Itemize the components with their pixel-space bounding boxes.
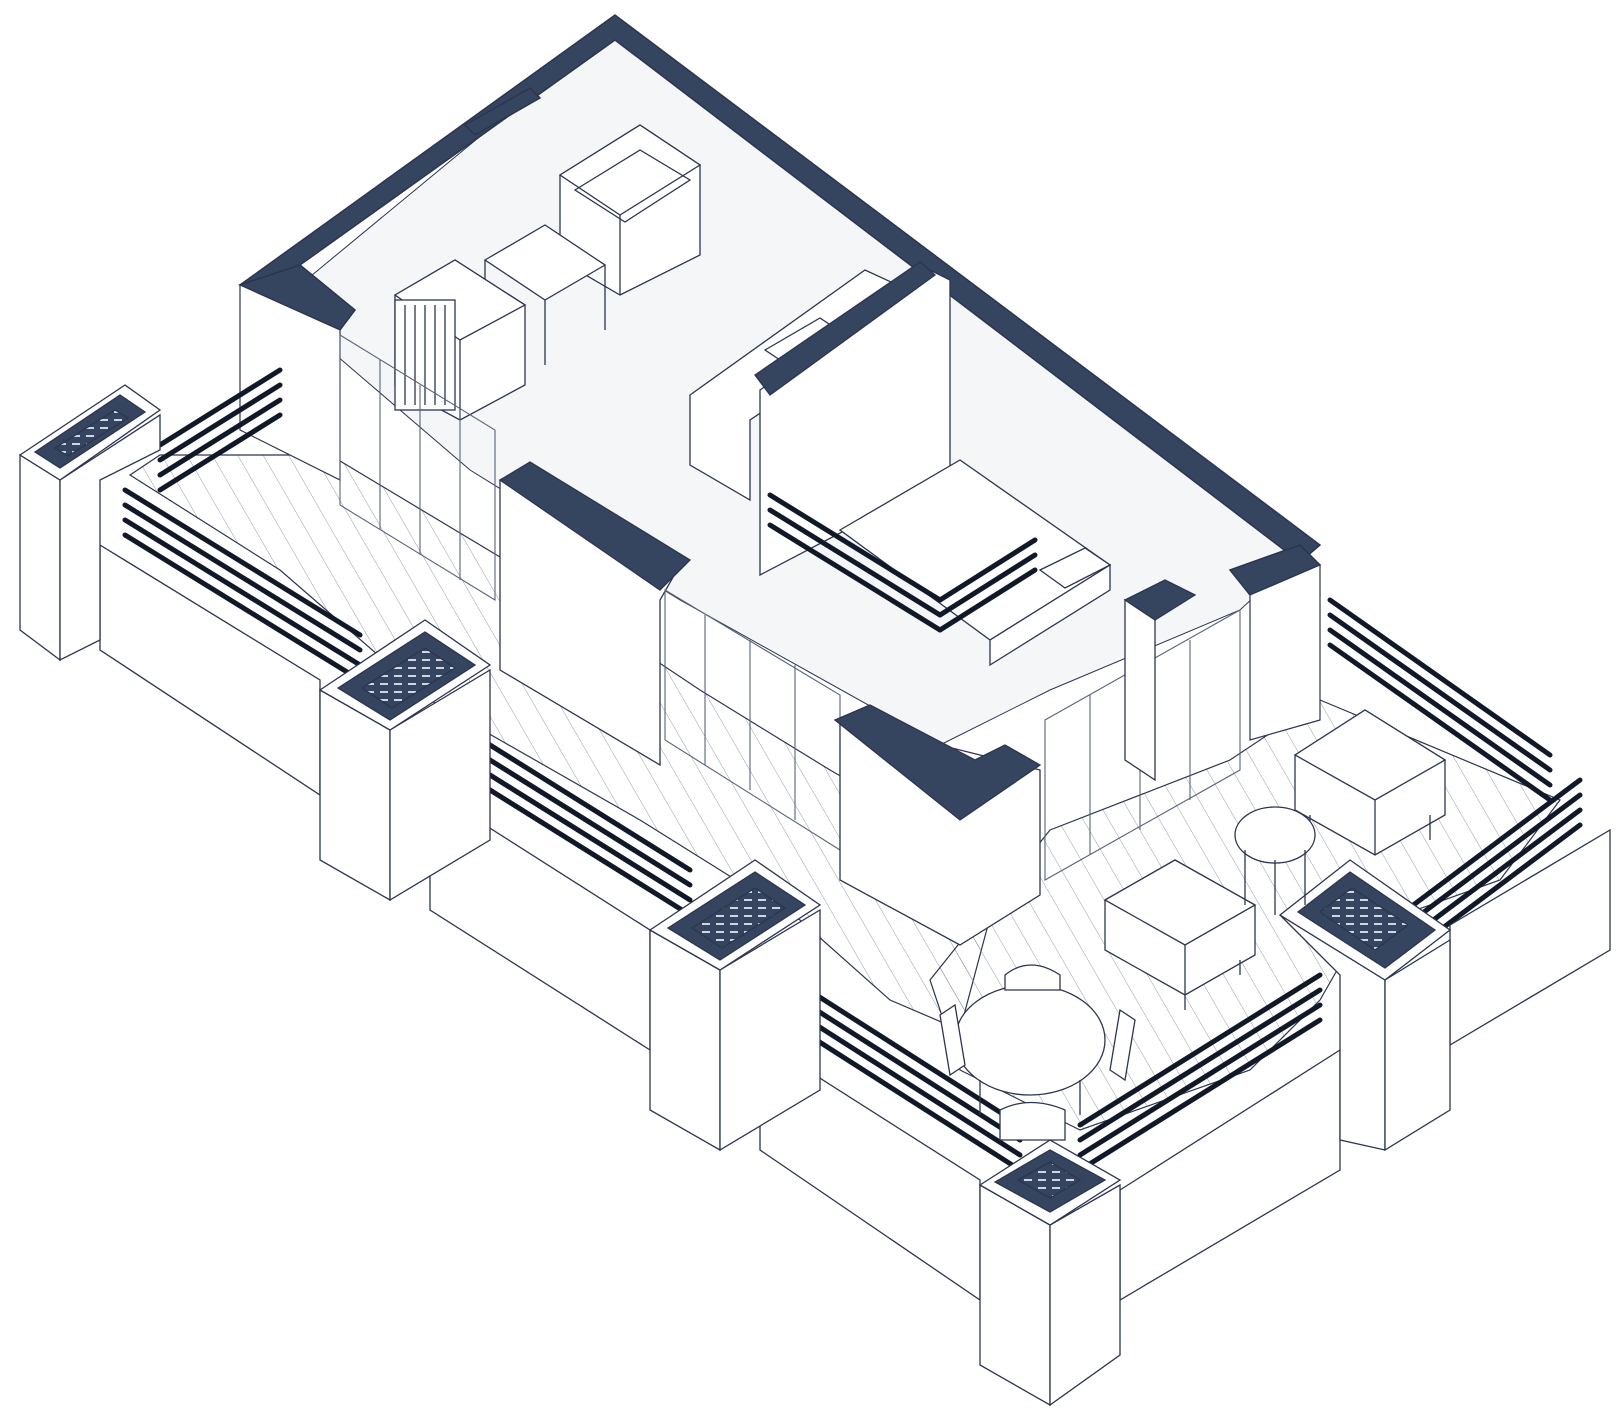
dining-chair	[939, 1003, 966, 1077]
planter-box	[318, 619, 492, 902]
living-area	[393, 124, 702, 421]
railing-bottom-left	[782, 972, 1023, 1173]
planter-box	[1278, 859, 1452, 1152]
sliding-door	[339, 334, 496, 601]
armchair-icon	[1293, 709, 1447, 856]
dining-chair	[1004, 964, 1061, 991]
side-table	[483, 224, 607, 365]
planter-box	[648, 859, 822, 1152]
armchair-icon	[393, 259, 527, 421]
central-wall-cut	[498, 461, 692, 591]
central-partition	[498, 461, 692, 767]
railing-left-long	[122, 487, 363, 683]
outdoor-furniture	[939, 709, 1447, 1141]
wall-faces	[239, 284, 1321, 741]
railing-bottom-right	[1077, 972, 1323, 1173]
corner-partition	[833, 579, 1197, 946]
planters	[18, 384, 1452, 1407]
bed-side	[989, 563, 1111, 667]
armchair-icon	[558, 124, 702, 296]
dining-chair	[1109, 1008, 1136, 1082]
nightstand	[1038, 547, 1112, 589]
railing-right-top	[1327, 597, 1553, 803]
east-pier-face	[1249, 564, 1321, 741]
parapet-walls	[99, 543, 1611, 1302]
corner-cut	[833, 704, 1042, 821]
planter-box	[18, 384, 162, 662]
round-side-table	[1234, 806, 1316, 915]
armchair-icon	[1103, 859, 1257, 1010]
kitchen-block	[689, 261, 951, 577]
railing-top-left	[157, 367, 283, 493]
dining-chair	[999, 1101, 1066, 1141]
parapet-left	[99, 543, 321, 797]
curtain	[394, 299, 456, 411]
sliding-doors	[339, 334, 1241, 881]
railing-interior	[767, 492, 1038, 633]
planter-box	[978, 1139, 1122, 1407]
wall-vent-block	[463, 87, 542, 136]
exterior-wall	[237, 14, 1322, 596]
bedroom	[838, 459, 1112, 667]
partition-cut	[754, 261, 937, 396]
sliding-door	[1044, 609, 1241, 881]
